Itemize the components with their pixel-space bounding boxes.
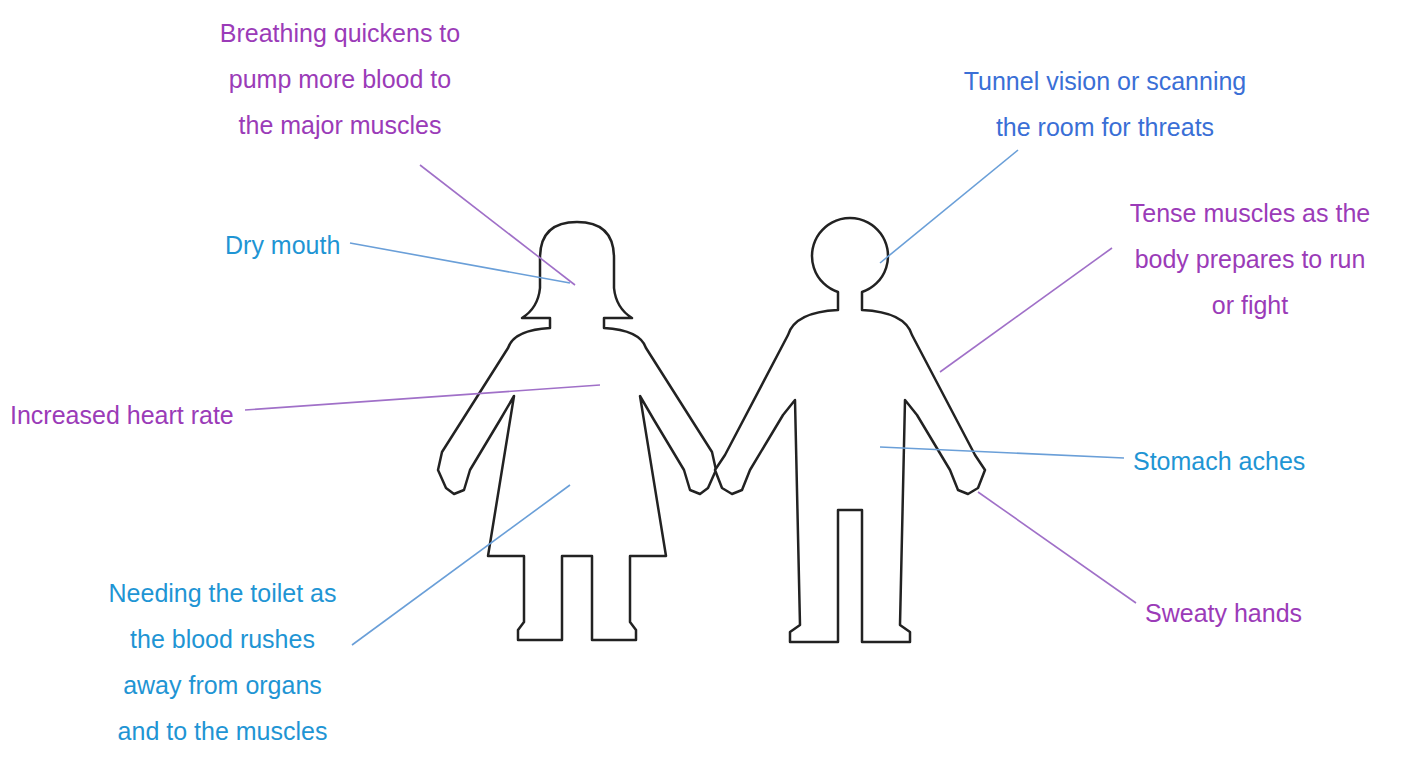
callout-label: Needing the toilet as the blood rushes a… [105,570,340,754]
callout-label: Increased heart rate [10,392,234,438]
girl-figure [438,222,716,640]
leader-line [420,165,575,285]
callout-label: Breathing quickens to pump more blood to… [215,10,465,148]
callout-label: Stomach aches [1133,438,1305,484]
leader-line [880,447,1124,458]
callout-label: Tunnel vision or scanning the room for t… [955,58,1255,150]
leader-line [245,385,600,410]
leader-line [940,248,1112,372]
boy-figure [715,218,985,642]
leader-line [880,150,1018,263]
leader-line [352,485,570,645]
callout-label: Dry mouth [225,222,340,268]
callout-label: Tense muscles as the body prepares to ru… [1125,190,1375,328]
leader-line [978,492,1136,603]
callout-label: Sweaty hands [1145,590,1302,636]
leader-line [350,243,570,283]
